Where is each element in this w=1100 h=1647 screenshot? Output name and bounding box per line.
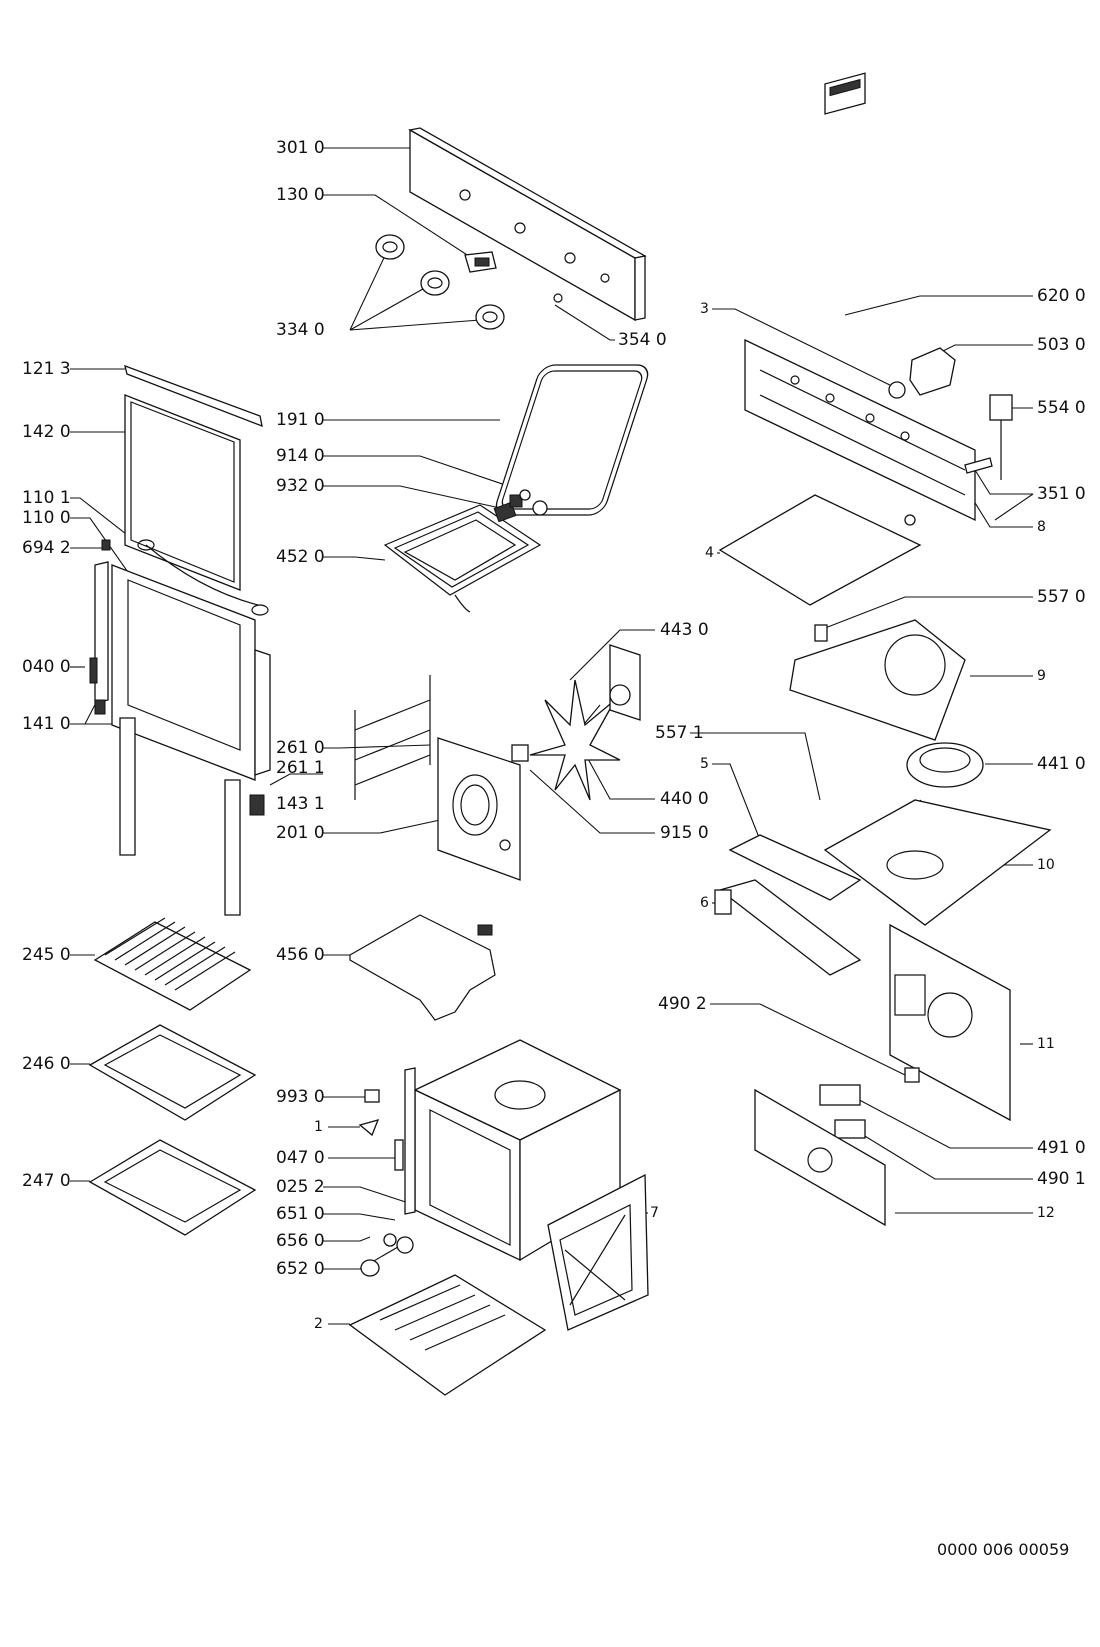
label-656-0: 656 0	[276, 1231, 325, 1251]
label-441-0: 441 0	[1037, 754, 1086, 774]
drip-tray-part	[88, 1139, 257, 1236]
label-246-0: 246 0	[22, 1054, 71, 1074]
label-554-0: 554 0	[1037, 398, 1086, 418]
label-440-0: 440 0	[660, 789, 709, 809]
door-assembly	[89, 364, 271, 916]
grill-element-part	[383, 489, 548, 613]
label-025-2: 025 2	[276, 1177, 325, 1197]
label-142-0: 142 0	[22, 422, 71, 442]
label-2: 2	[314, 1316, 323, 1332]
fan-cover-part	[437, 737, 521, 881]
label-694-2: 694 2	[22, 538, 71, 558]
label-351-0: 351 0	[1037, 484, 1086, 504]
lower-element-part	[349, 914, 496, 1021]
label-914-0: 914 0	[276, 446, 325, 466]
oven-rack-part	[93, 917, 252, 1011]
label-443-0: 443 0	[660, 620, 709, 640]
label-261-0: 261 0	[276, 738, 325, 758]
label-130-0: 130 0	[276, 185, 325, 205]
label-490-1: 490 1	[1037, 1169, 1086, 1189]
label-245-0: 245 0	[22, 945, 71, 965]
label-11: 11	[1037, 1036, 1055, 1052]
rear-panel-part	[823, 799, 1052, 926]
label-141-0: 141 0	[22, 714, 71, 734]
label-10: 10	[1037, 857, 1055, 873]
small-parts	[358, 1089, 414, 1277]
label-993-0: 993 0	[276, 1087, 325, 1107]
document-number: 0000 006 00059	[937, 1540, 1070, 1559]
label-915-0: 915 0	[660, 823, 709, 843]
base-panel-part	[754, 1088, 886, 1227]
label-4: 4	[705, 545, 714, 561]
fan-motor-part	[511, 644, 641, 801]
label-247-0: 247 0	[22, 1171, 71, 1191]
label-191-0: 191 0	[276, 410, 325, 430]
ducts-part	[714, 834, 862, 976]
label-8: 8	[1037, 519, 1046, 535]
control-knobs	[375, 234, 505, 330]
label-557-1: 557 1	[655, 723, 704, 743]
label-490-2: 490 2	[658, 994, 707, 1014]
label-334-0: 334 0	[276, 320, 325, 340]
label-6: 6	[700, 895, 709, 911]
switch-part	[824, 72, 866, 115]
label-452-0: 452 0	[276, 547, 325, 567]
label-047-0: 047 0	[276, 1148, 325, 1168]
top-cover-part	[718, 494, 922, 606]
label-1: 1	[314, 1119, 323, 1135]
cooling-fan-part	[906, 742, 984, 788]
thermostat-part	[964, 394, 1013, 480]
label-040-0: 040 0	[22, 657, 71, 677]
bracket-part	[464, 251, 497, 273]
oven-cavity-part	[404, 1039, 622, 1262]
door-seal-part	[495, 364, 649, 516]
label-354-0: 354 0	[618, 330, 667, 350]
side-panel-part	[547, 1173, 649, 1331]
label-503-0: 503 0	[1037, 335, 1086, 355]
label-620-0: 620 0	[1037, 286, 1086, 306]
right-control-panel-part	[744, 338, 976, 522]
label-652-0: 652 0	[276, 1259, 325, 1279]
label-301-0: 301 0	[276, 138, 325, 158]
label-12: 12	[1037, 1205, 1055, 1221]
control-panel-part	[408, 127, 647, 322]
label-9: 9	[1037, 668, 1046, 684]
label-557-0: 557 0	[1037, 587, 1086, 607]
baking-tray-part	[88, 1024, 257, 1121]
fan-housing-part	[789, 619, 966, 741]
back-wall-part	[889, 923, 1011, 1122]
label-121-3: 121 3	[22, 359, 71, 379]
label-201-0: 201 0	[276, 823, 325, 843]
label-143-1: 143 1	[276, 794, 325, 814]
label-110-0: 110 0	[22, 508, 71, 528]
label-491-0: 491 0	[1037, 1138, 1086, 1158]
label-3: 3	[700, 301, 709, 317]
label-651-0: 651 0	[276, 1204, 325, 1224]
shelf-support-part	[354, 675, 431, 800]
label-261-1: 261 1	[276, 758, 325, 778]
label-7: 7	[650, 1205, 659, 1221]
label-932-0: 932 0	[276, 476, 325, 496]
timer-part	[888, 347, 956, 399]
label-5: 5	[700, 756, 709, 772]
terminal-block-parts	[819, 1067, 920, 1139]
label-456-0: 456 0	[276, 945, 325, 965]
bottom-panel-part	[348, 1274, 547, 1396]
label-110-1: 110 1	[22, 488, 71, 508]
